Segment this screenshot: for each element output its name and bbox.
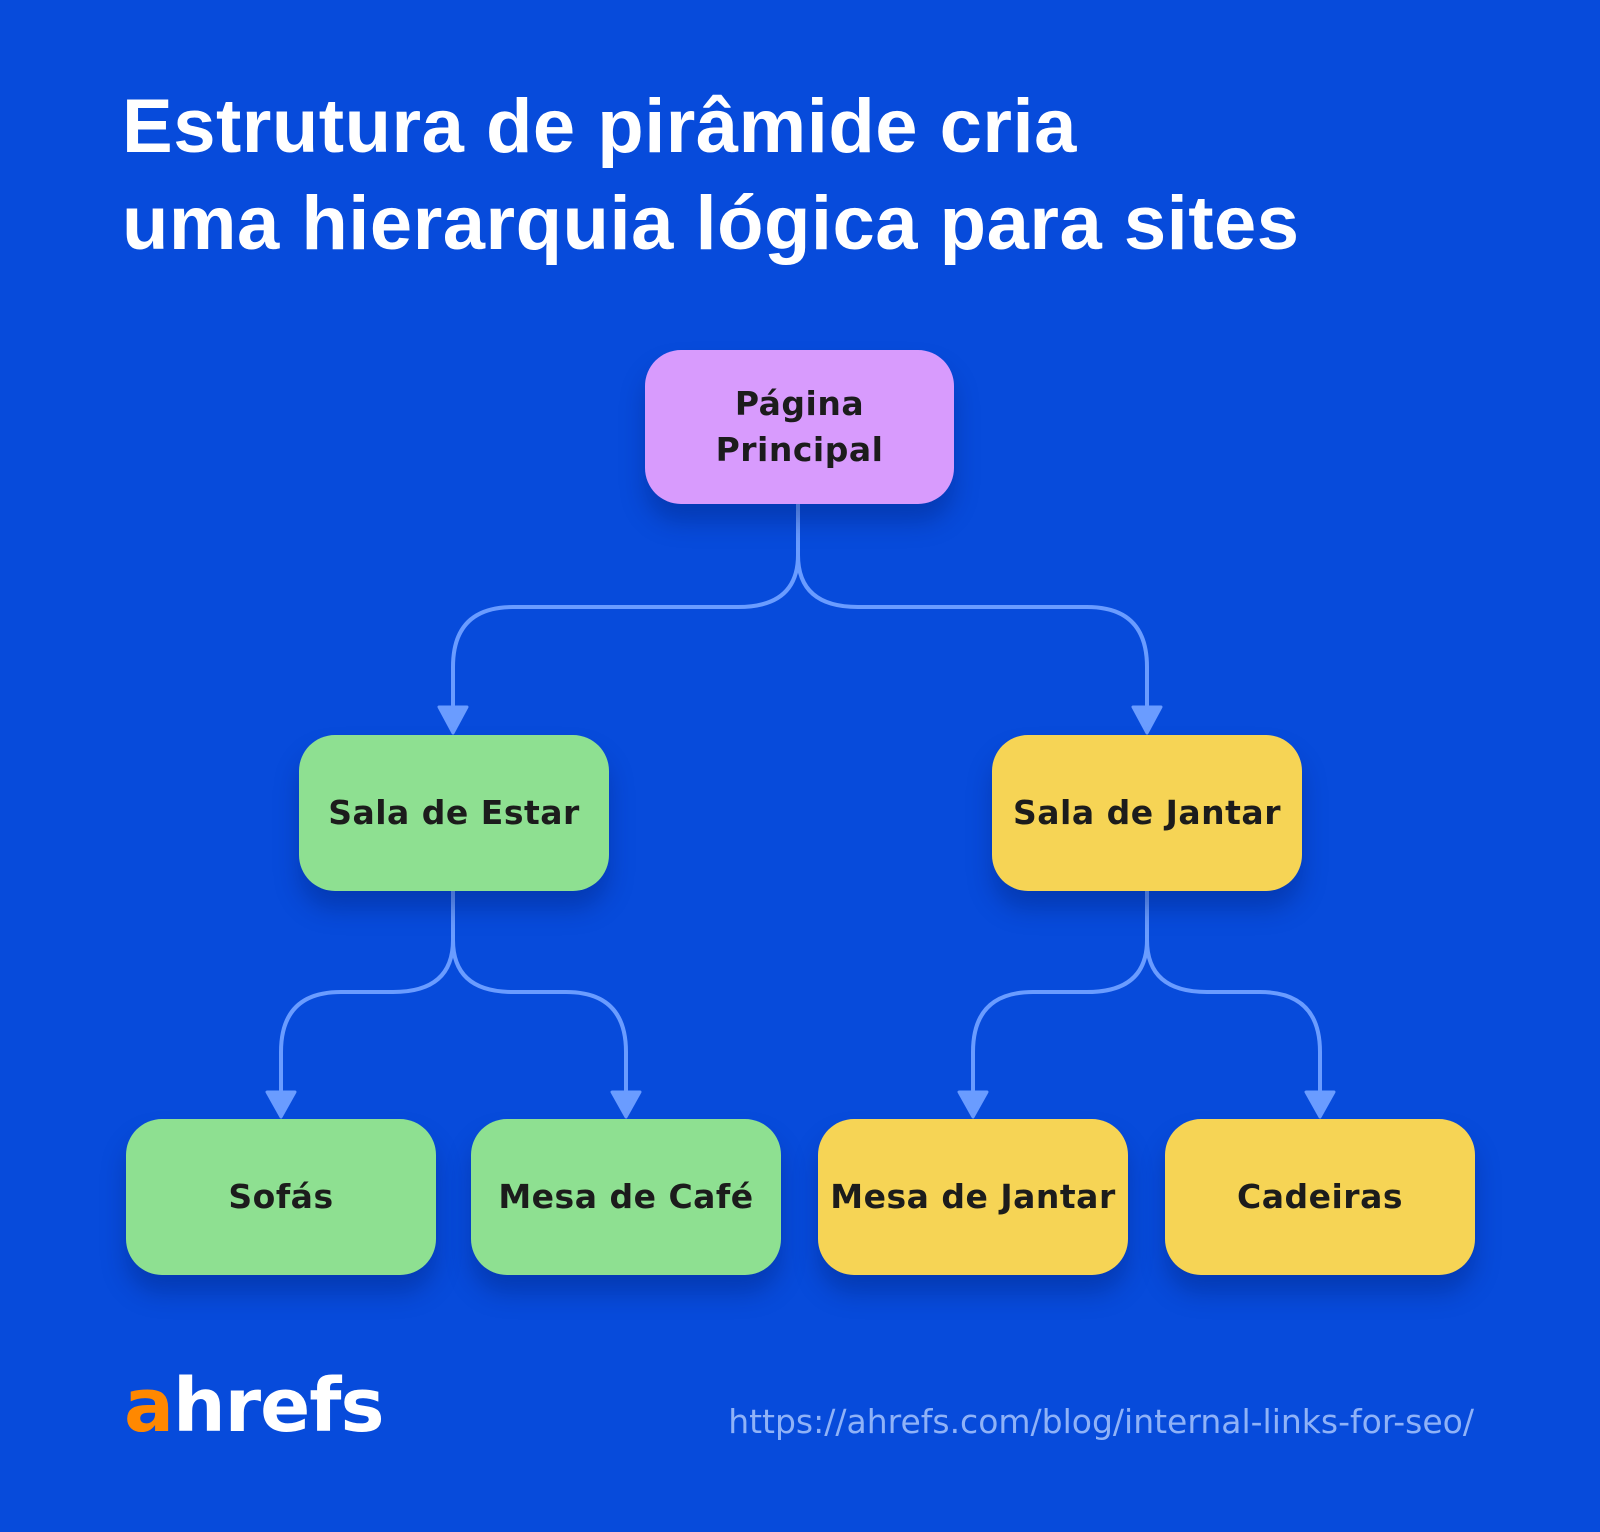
node-label: Mesa de Jantar (830, 1177, 1116, 1216)
logo-wordmark: hrefs (172, 1363, 385, 1449)
title-line-1: Estrutura de pirâmide cria (122, 84, 1077, 169)
connector-estar-to-mesa-cafe (451, 938, 628, 1094)
arrowhead-icon (1131, 705, 1163, 735)
node-label: Sofás (228, 1177, 334, 1216)
arrowhead-icon (610, 1090, 642, 1119)
node-mesa-de-jantar: Mesa de Jantar (818, 1119, 1128, 1275)
arrowhead-icon (957, 1090, 989, 1119)
connector-root-to-sala-de-estar (451, 502, 800, 709)
arrowhead-icon (265, 1090, 297, 1119)
connector-jantar-to-mesa-jantar (971, 938, 1149, 1094)
logo-accent-letter: a (124, 1363, 174, 1449)
node-mesa-de-cafe: Mesa de Café (471, 1119, 781, 1275)
connector-estar-to-sofas (279, 938, 455, 1094)
node-label: Página Principal (715, 384, 884, 469)
connector-jantar-to-cadeiras (1145, 938, 1322, 1094)
node-sala-de-jantar: Sala de Jantar (992, 735, 1302, 891)
node-label: Cadeiras (1237, 1177, 1403, 1216)
ahrefs-logo: ahrefs (124, 1363, 385, 1449)
node-label: Sala de Estar (328, 793, 580, 832)
node-label: Mesa de Café (498, 1177, 754, 1216)
node-cadeiras: Cadeiras (1165, 1119, 1475, 1275)
arrowhead-icon (437, 705, 469, 735)
node-pagina-principal: Página Principal (645, 350, 954, 504)
node-sala-de-estar: Sala de Estar (299, 735, 609, 891)
arrowhead-icon (1304, 1090, 1336, 1119)
title-line-2: uma hierarquia lógica para sites (122, 181, 1300, 266)
connector-root-to-sala-de-jantar (796, 553, 1149, 709)
source-url: https://ahrefs.com/blog/internal-links-f… (728, 1402, 1474, 1441)
node-label: Sala de Jantar (1013, 793, 1281, 832)
page-title: Estrutura de pirâmide cria uma hierarqui… (122, 78, 1300, 272)
node-sofas: Sofás (126, 1119, 436, 1275)
